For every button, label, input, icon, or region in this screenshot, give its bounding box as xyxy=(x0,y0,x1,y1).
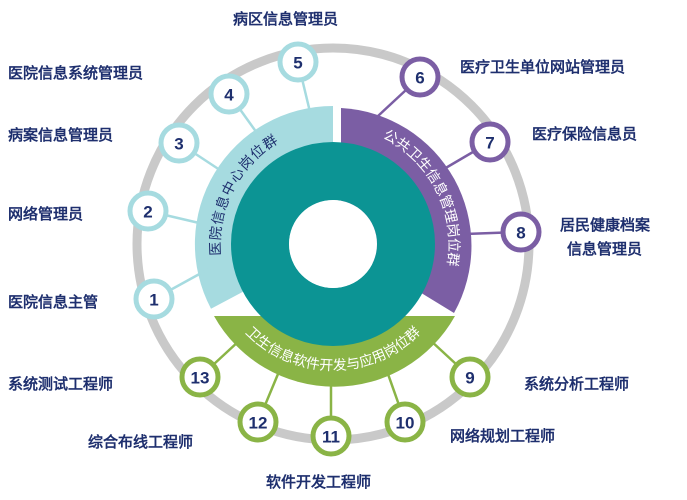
node-number: 4 xyxy=(224,86,234,105)
node-10: 10 xyxy=(384,401,426,443)
node-number: 5 xyxy=(293,54,302,73)
node-3: 3 xyxy=(158,122,200,164)
label-node-2: 网络管理员 xyxy=(8,205,83,223)
software-dev-segment xyxy=(214,316,455,387)
label-node-1: 医院信息主管 xyxy=(8,293,98,311)
label-node-13: 系统测试工程师 xyxy=(8,375,113,393)
label-node-9: 系统分析工程师 xyxy=(524,375,629,393)
node-2: 2 xyxy=(127,190,169,232)
label-node-11: 软件开发工程师 xyxy=(266,473,371,491)
label-node-7: 医疗保险信息员 xyxy=(532,125,637,143)
label-node-5: 病区信息管理员 xyxy=(233,10,338,28)
label-node-8-line1: 居民健康档案 xyxy=(560,216,651,234)
node-number: 6 xyxy=(415,69,424,88)
node-number: 10 xyxy=(396,414,415,433)
node-number: 3 xyxy=(174,135,183,154)
teal-donut xyxy=(231,142,435,346)
label-node-8-line2: 信息管理员 xyxy=(567,240,642,258)
label-node-4: 医院信息系统管理员 xyxy=(8,64,143,82)
label-node-10: 网络规划工程师 xyxy=(450,427,555,445)
label-node-3: 病案信息管理员 xyxy=(8,126,113,144)
node-number: 11 xyxy=(322,428,340,447)
node-7: 7 xyxy=(469,121,511,163)
donut-hole xyxy=(289,200,377,288)
node-4: 4 xyxy=(208,73,250,115)
node-number: 1 xyxy=(149,291,158,310)
node-6: 6 xyxy=(399,56,441,98)
node-5: 5 xyxy=(277,41,319,83)
node-number: 12 xyxy=(249,414,268,433)
node-number: 7 xyxy=(485,134,494,153)
label-node-6: 医疗卫生单位网站管理员 xyxy=(460,58,625,76)
node-number: 2 xyxy=(143,203,152,222)
node-12: 12 xyxy=(237,401,279,443)
node-labels: 医院信息主管 网络管理员 病案信息管理员 医院信息系统管理员 病区信息管理员 医… xyxy=(8,10,651,491)
node-1: 1 xyxy=(133,278,175,320)
node-13: 13 xyxy=(179,356,221,398)
node-9: 9 xyxy=(449,356,491,398)
node-8: 8 xyxy=(500,211,542,253)
node-number: 8 xyxy=(516,224,525,243)
node-number: 9 xyxy=(465,369,474,388)
node-number: 13 xyxy=(191,369,210,388)
node-11: 11 xyxy=(310,415,352,457)
node-circles: 1 2 3 4 5 6 7 8 9 10 11 12 13 xyxy=(127,41,542,457)
label-node-12: 综合布线工程师 xyxy=(88,433,193,451)
